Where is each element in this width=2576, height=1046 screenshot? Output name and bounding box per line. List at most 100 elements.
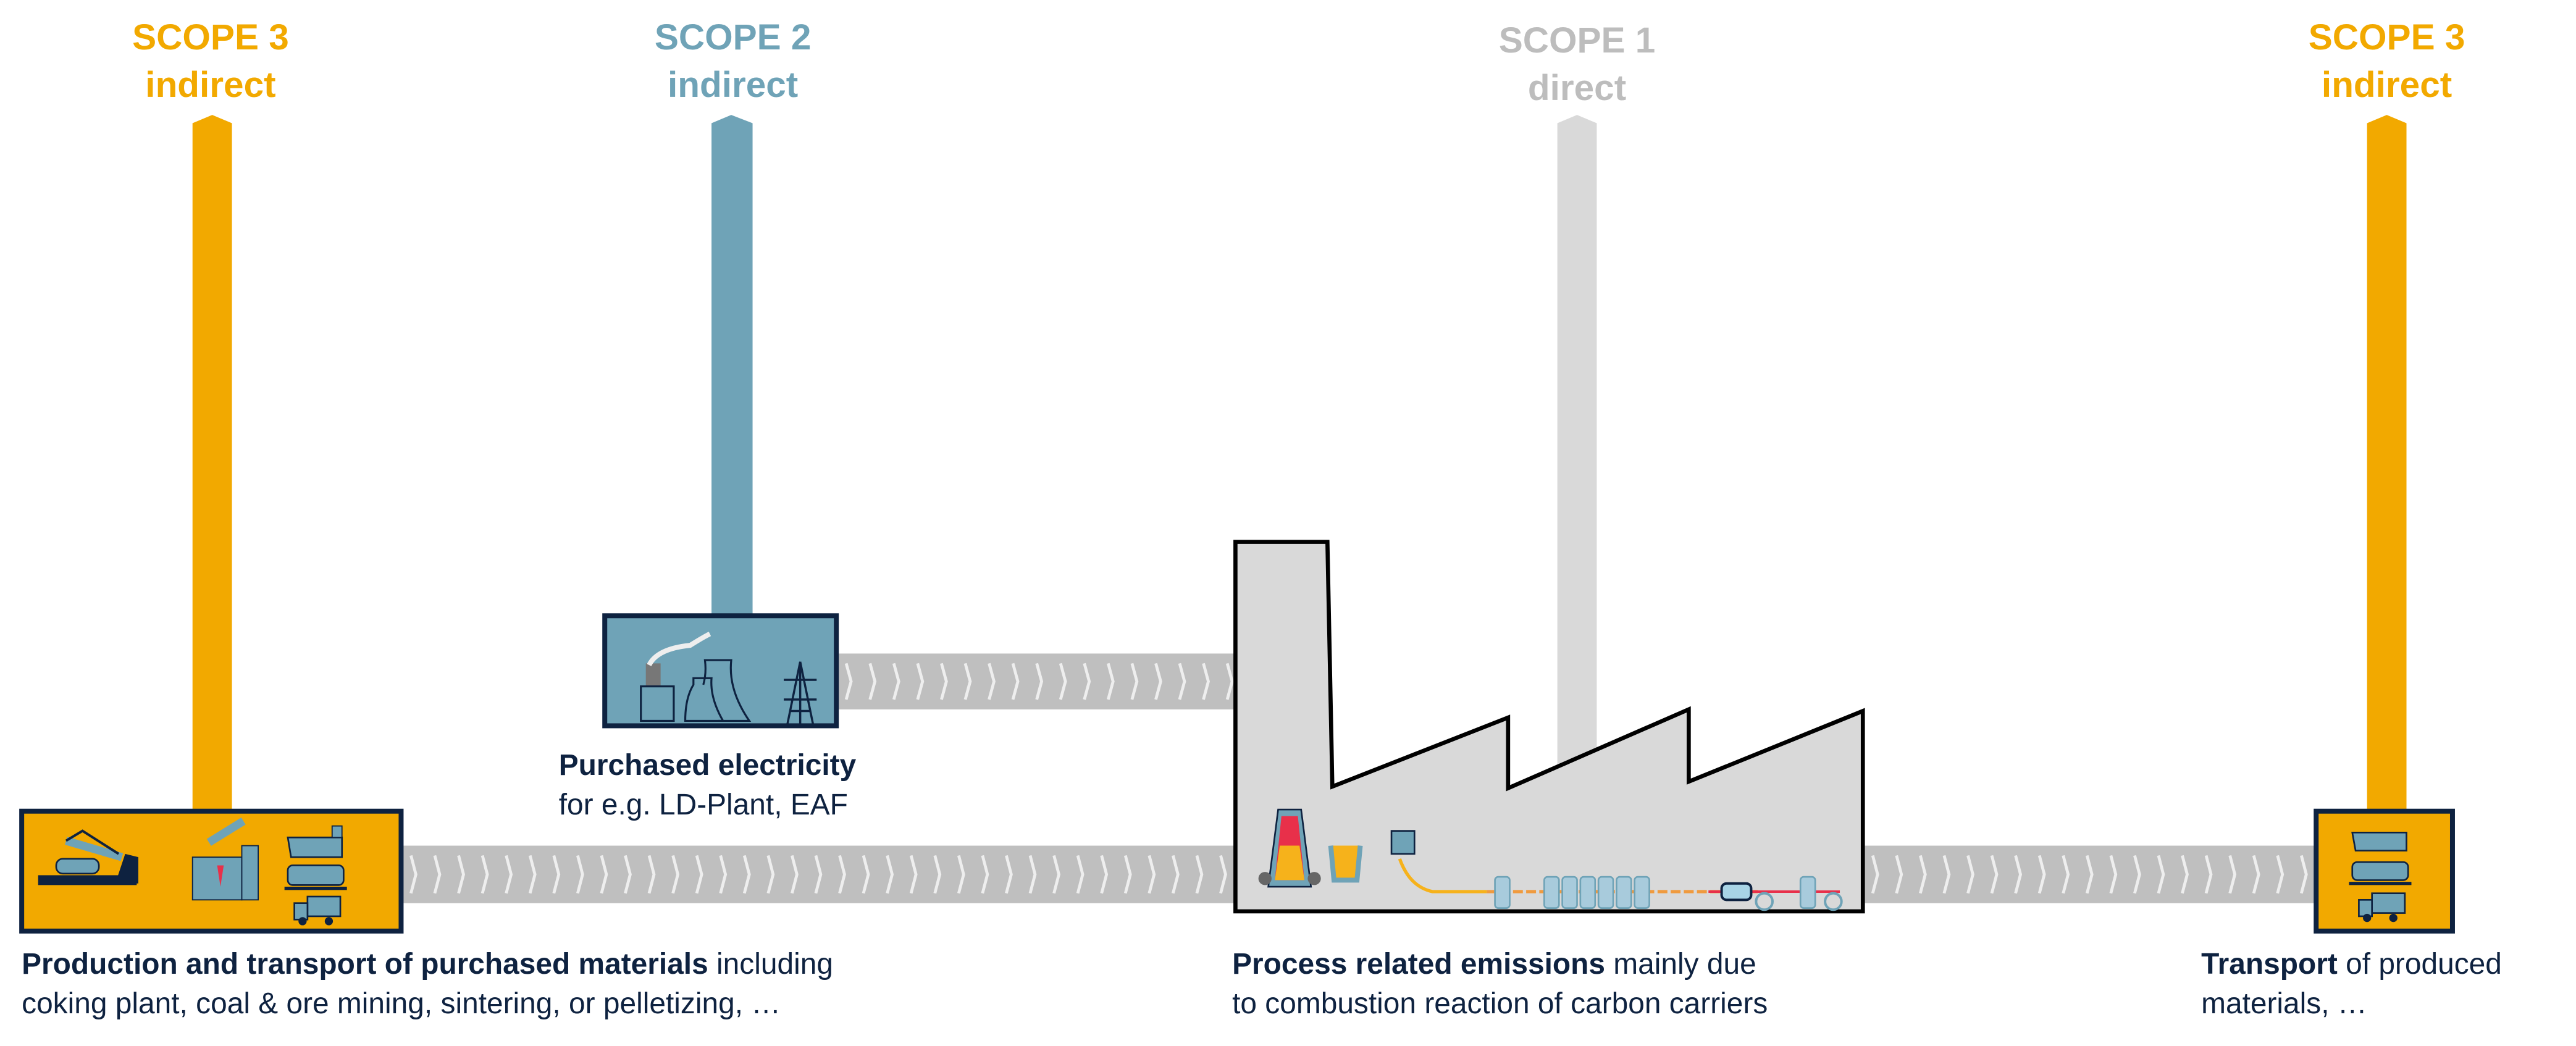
rolling-stand-icon — [1799, 876, 1816, 909]
process-caption-rest: mainly due — [1605, 948, 1756, 981]
chevron-icon — [552, 855, 561, 894]
chevron-icon — [988, 663, 996, 700]
chevron-icon — [838, 855, 846, 894]
chevron-icon — [624, 855, 632, 894]
chevron-icon — [1123, 855, 1132, 894]
chevron-icon — [1028, 855, 1037, 894]
chevron-icon — [868, 663, 877, 700]
chevron-icon — [2085, 855, 2094, 894]
chevron-icon — [1005, 855, 1013, 894]
chevron-icon — [647, 855, 656, 894]
chevron-icon — [1895, 855, 1903, 894]
chevron-icon — [963, 663, 972, 700]
chevron-icon — [528, 855, 537, 894]
chevron-icon — [862, 855, 870, 894]
rolling-stand-icon — [1597, 876, 1614, 909]
rolling-stand-icon — [1579, 876, 1596, 909]
chevron-icon — [2276, 855, 2284, 894]
mining-excavator-icon — [38, 829, 138, 885]
chevron-icon — [2062, 855, 2070, 894]
chevron-icon — [1076, 855, 1085, 894]
chevron-icon — [981, 855, 989, 894]
chevron-icon — [457, 855, 465, 894]
chevron-icon — [1966, 855, 1974, 894]
scope1-title: SCOPE 1 — [1499, 20, 1656, 61]
materials-caption-bold: Production and transport of purchased ma… — [22, 948, 708, 981]
chevron-icon — [2133, 855, 2141, 894]
chevron-icon — [844, 663, 853, 700]
chevron-icon — [1035, 663, 1044, 700]
power-plant-icon — [640, 631, 752, 722]
truck-icon — [293, 895, 342, 926]
chevron-icon — [916, 663, 925, 700]
chevron-icon — [1990, 855, 1999, 894]
chevron-icon — [1083, 663, 1091, 700]
chevron-icon — [2109, 855, 2118, 894]
chevron-icon — [940, 663, 948, 700]
truck-icon — [2358, 892, 2406, 923]
chevron-icon — [695, 855, 703, 894]
chevron-icon — [1219, 855, 1227, 894]
scope3-left-title: SCOPE 3 — [132, 17, 289, 57]
chevron-icon — [791, 855, 799, 894]
chevron-icon — [909, 855, 918, 894]
scope3-right-subtitle: indirect — [2322, 65, 2452, 105]
conveyor-chevrons — [409, 663, 2308, 894]
materials-caption-line2: coking plant, coal & ore mining, sinteri… — [22, 987, 781, 1020]
rolling-stand-icon — [1494, 876, 1511, 909]
chevron-icon — [2204, 855, 2213, 894]
transport-caption-bold: Transport — [2201, 948, 2338, 981]
chevron-icon — [933, 855, 942, 894]
steelmaking-process-icons — [1258, 808, 1843, 911]
rolling-stand-icon — [1543, 876, 1560, 909]
chevron-icon — [409, 855, 417, 894]
materials-caption-line1: Production and transport of purchased ma… — [22, 948, 833, 981]
train-wagon-icon — [2349, 861, 2412, 885]
chevron-icon — [1059, 663, 1067, 700]
chevron-icon — [1225, 663, 1234, 700]
scope3-right-title: SCOPE 3 — [2309, 17, 2465, 57]
chevron-icon — [2014, 855, 2023, 894]
chevron-icon — [886, 855, 894, 894]
chevron-icon — [2181, 855, 2189, 894]
upper-conveyor — [834, 653, 1246, 709]
chevron-icon — [1147, 855, 1156, 894]
train-wagon-icon — [284, 864, 347, 890]
electricity-caption-title: Purchased electricity — [559, 749, 857, 782]
chevron-icon — [1195, 855, 1204, 894]
chevron-icon — [505, 855, 513, 894]
chevron-icon — [2228, 855, 2237, 894]
converter-icon — [1328, 845, 1363, 883]
chevron-icon — [1100, 855, 1109, 894]
scope3-left-column — [192, 115, 232, 813]
electricity-caption-detail: for e.g. LD-Plant, EAF — [559, 789, 848, 821]
chevron-icon — [766, 855, 775, 894]
rolling-stand-icon — [1634, 876, 1650, 909]
chevron-icon — [433, 855, 442, 894]
transport-caption-line2: materials, … — [2201, 987, 2367, 1020]
factory-building — [1233, 540, 1865, 914]
scope3-left-subtitle: indirect — [145, 65, 275, 105]
process-caption-line2: to combustion reaction of carbon carrier… — [1232, 987, 1768, 1020]
coiler-icon — [1720, 882, 1753, 902]
chevron-icon — [957, 855, 965, 894]
chevron-icon — [1919, 855, 1927, 894]
scope2-subtitle: indirect — [668, 65, 798, 105]
sinter-plant-icon — [191, 818, 259, 901]
scope2-title: SCOPE 2 — [655, 17, 812, 57]
ladle-icon — [1390, 830, 1416, 855]
chevron-icon — [600, 855, 608, 894]
chevron-icon — [1052, 855, 1060, 894]
chevron-icon — [1942, 855, 1951, 894]
chevron-icon — [1130, 663, 1139, 700]
transport-caption-line1: Transport of produced — [2201, 948, 2502, 981]
scope2-column — [711, 115, 753, 617]
ship-icon — [2351, 831, 2407, 851]
materials-caption-rest: including — [708, 948, 833, 981]
chevron-icon — [2157, 855, 2165, 894]
chevron-icon — [1178, 663, 1186, 700]
scope1-subtitle: direct — [1528, 68, 1626, 108]
ship-icon — [287, 825, 343, 858]
chevron-icon — [671, 855, 680, 894]
